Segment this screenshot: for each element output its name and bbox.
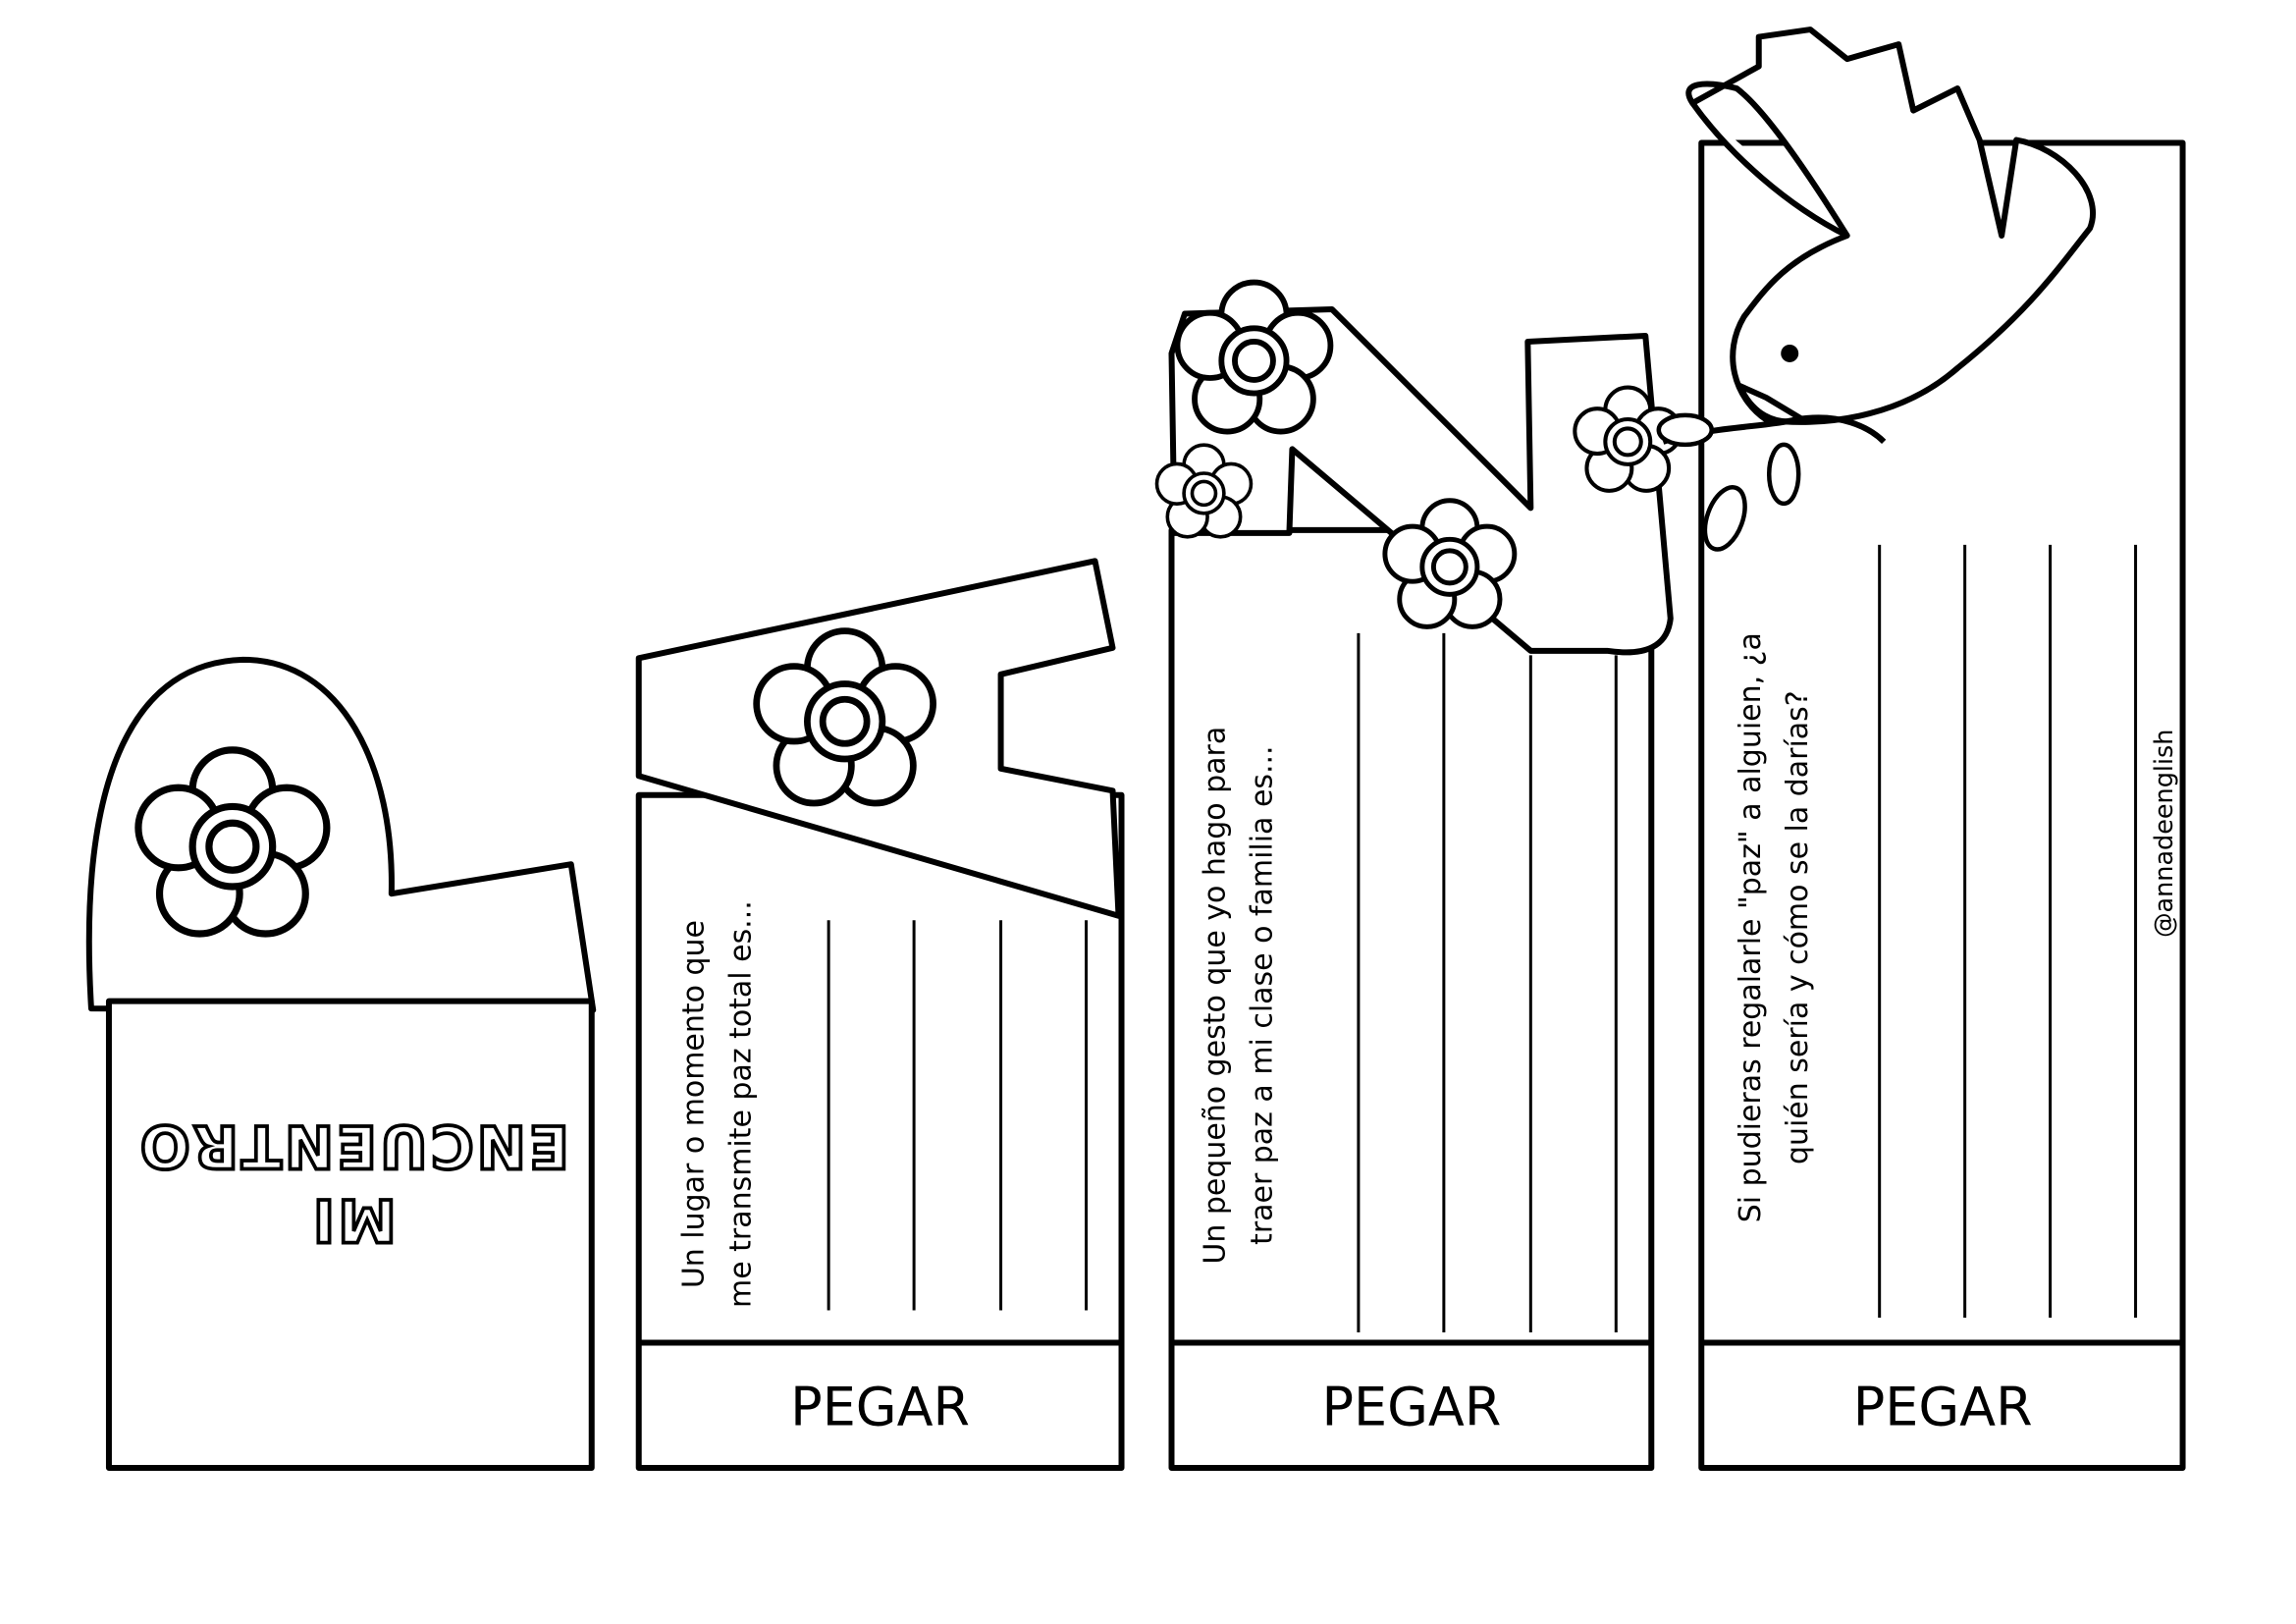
question-line-1: Un pequeño gesto que yo hago para (1198, 727, 1232, 1265)
question-line-1: Si pudieras regalarle "paz" a alguien, ¿… (1734, 632, 1768, 1222)
card-dove: Si pudieras regalarle "paz" a alguien, ¿… (1656, 27, 2186, 1471)
question-line-2: me transmite paz total es... (724, 900, 759, 1308)
question-line-1: Un lugar o momento que (677, 920, 712, 1288)
title-card-base (105, 998, 595, 1471)
flower-icon (1177, 283, 1330, 432)
question-line-2: quién sería y cómo se la darías? (1781, 690, 1815, 1164)
title-line-1: MI (310, 1185, 397, 1254)
credit-handle: @annadeenglish (2150, 730, 2179, 938)
title-line-2: ENCUENTRO (137, 1111, 569, 1180)
card-a: Un lugar o momento que me transmite paz … (635, 558, 1125, 1471)
pegar-label: PEGAR (1321, 1376, 1501, 1437)
title-card: MI ENCUENTRO (85, 656, 597, 1471)
card-a-panel (635, 791, 1125, 1471)
pegar-label: PEGAR (790, 1376, 970, 1437)
pegar-label: PEGAR (1853, 1376, 2033, 1437)
question-line-2: traer paz a mi clase o familia es... (1245, 745, 1279, 1245)
card-z-panel (1168, 526, 1655, 1471)
card-z: Un pequeño gesto que yo hago para traer … (1154, 283, 1681, 1471)
